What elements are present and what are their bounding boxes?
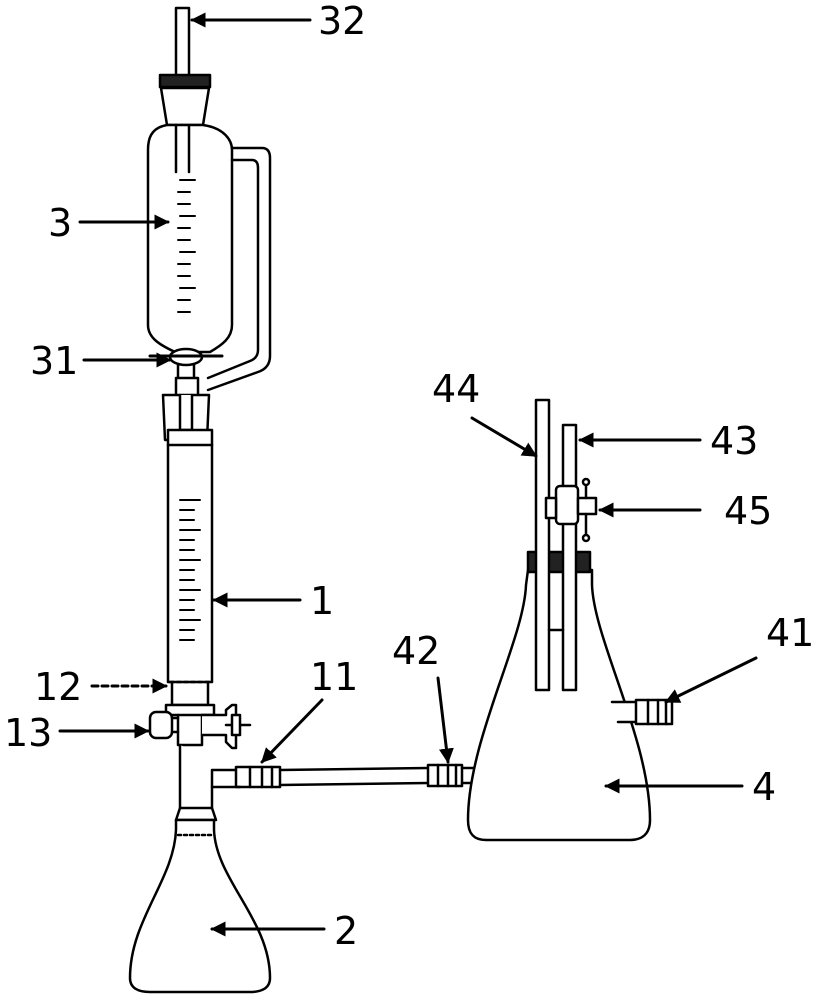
label-3: 3 (48, 201, 72, 245)
label-45: 45 (724, 489, 772, 533)
label-41: 41 (766, 611, 814, 655)
tube-44 (534, 398, 551, 692)
label-42: 42 (392, 629, 440, 673)
label-1: 1 (310, 579, 334, 623)
stopcock-13 (148, 710, 174, 740)
funnel-body (146, 123, 234, 354)
suction-flask-4 (466, 398, 674, 842)
funnel-stopper (158, 73, 212, 89)
stopcock-45 (544, 477, 598, 543)
receiving-flask-2 (128, 818, 272, 994)
label-2: 2 (334, 909, 358, 953)
tube-43 (561, 423, 578, 692)
leader-arrows (58, 12, 758, 937)
inlet-tube-32 (174, 6, 191, 80)
label-44: 44 (432, 367, 480, 411)
column-1 (148, 393, 252, 750)
dropping-funnel (146, 6, 272, 430)
funnel-neck (159, 86, 211, 127)
reference-labels: 32 3 31 44 43 45 1 41 42 11 12 13 4 2 (4, 0, 814, 953)
label-31: 31 (30, 339, 78, 383)
funnel-graduations (177, 179, 196, 313)
vacuum-adapter (174, 743, 492, 822)
label-12: 12 (34, 665, 82, 709)
label-32: 32 (318, 0, 366, 43)
column-graduations (179, 499, 201, 641)
label-13: 13 (4, 711, 52, 755)
label-43: 43 (710, 419, 758, 463)
label-11: 11 (310, 655, 358, 699)
label-4: 4 (752, 765, 776, 809)
